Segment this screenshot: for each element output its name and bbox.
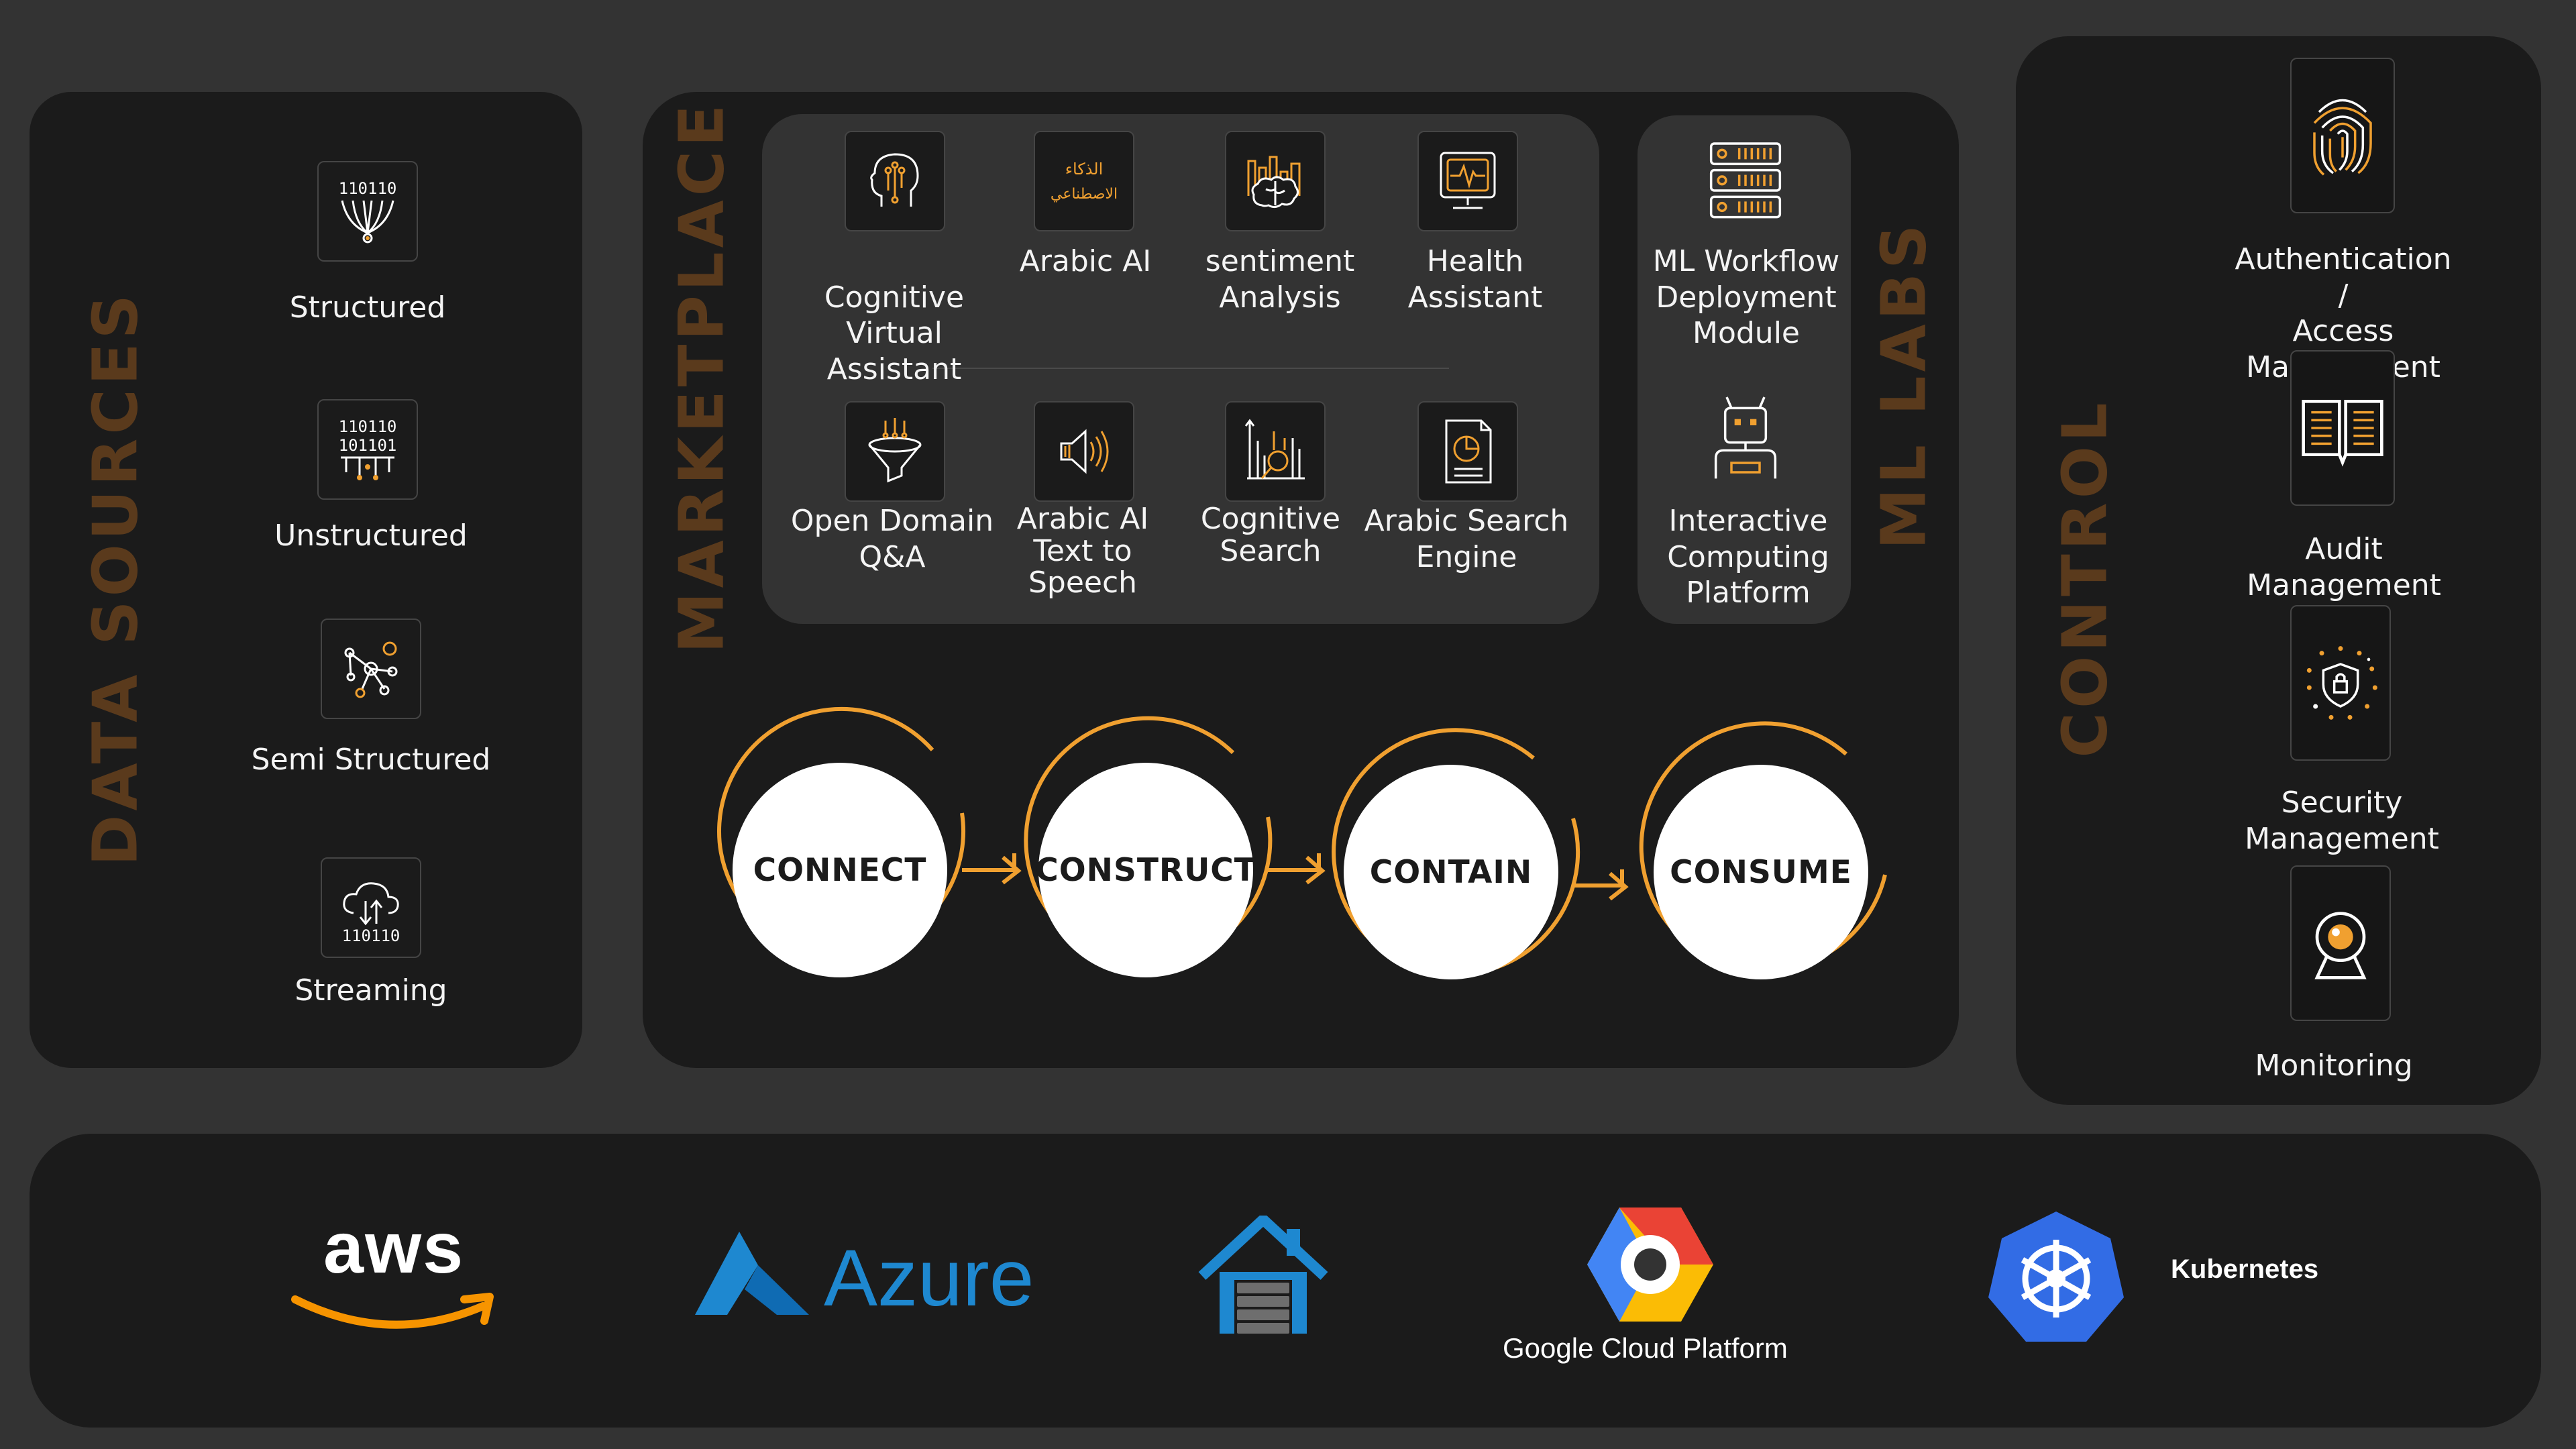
ml-labs-box — [1638, 115, 1851, 624]
head-circuit-icon — [870, 153, 919, 207]
structured-label: Structured — [289, 290, 446, 325]
consume-label: CONSUME — [1670, 853, 1852, 891]
webcam-icon — [2314, 912, 2367, 979]
semi-structured-tile[interactable] — [321, 619, 421, 719]
audit-label: Audit Management — [2247, 532, 2441, 602]
connect-label: CONNECT — [753, 851, 927, 889]
gcp-hexagon-icon — [1587, 1208, 1713, 1322]
ml-workflow-label: ML Workflow Deployment Module — [1652, 244, 1840, 351]
health-monitor-icon — [1440, 152, 1496, 209]
unstructured-tile[interactable]: 110110 101101 — [317, 399, 418, 500]
marketplace-divider — [932, 368, 1449, 369]
cva-line: Cognitive Virtual Assistant — [824, 280, 965, 387]
monitoring-label: Monitoring — [2255, 1049, 2413, 1083]
funnel-icon — [868, 418, 922, 483]
cognitive-virtual-assistant-label: Cognitive Virtual Assistant — [824, 244, 964, 423]
audit-tile[interactable] — [2290, 350, 2395, 506]
construct-label: CONSTRUCT — [1035, 851, 1256, 889]
aws-logo[interactable]: aws — [288, 1207, 503, 1345]
unstructured-label: Unstructured — [274, 519, 468, 553]
ml-workflow-tile[interactable] — [1695, 131, 1796, 231]
aws-text: aws — [323, 1207, 465, 1288]
open-domain-qa-label: Open Domain Q&A — [790, 504, 994, 574]
arabic-ai-tile[interactable]: الذكاء الاصطناعي — [1034, 131, 1134, 231]
robot-icon — [1714, 396, 1777, 479]
speaker-icon — [1060, 429, 1109, 474]
data-sources-panel — [30, 92, 582, 1068]
kubernetes-logo[interactable]: Kubernetes — [1986, 1209, 2334, 1343]
construct-step[interactable]: CONSTRUCT — [1035, 763, 1256, 977]
binary-circuit-icon: 110110 101101 — [339, 417, 397, 480]
gcp-logo[interactable]: Google Cloud Platform — [1500, 1201, 1849, 1375]
arabic-text-icon: الذكاء الاصطناعي — [1051, 160, 1118, 203]
on-prem-logo[interactable] — [1193, 1212, 1334, 1336]
unstructured-glyph-1: 110110 — [339, 417, 397, 436]
interactive-computing-tile[interactable] — [1695, 389, 1796, 490]
server-stack-icon — [1709, 142, 1782, 219]
arrow-1 — [962, 853, 1022, 885]
network-nodes-icon — [344, 641, 398, 698]
authentication-tile[interactable] — [2290, 58, 2395, 213]
fingerprint-icon — [2313, 99, 2372, 176]
kubernetes-helm-icon — [1988, 1212, 2124, 1342]
arabic-tts-label: Arabic AI Text to Speech — [1016, 502, 1149, 600]
azure-logo[interactable]: Azure — [691, 1228, 1040, 1323]
sentiment-analysis-label: sentiment Analysis — [1205, 244, 1355, 315]
consume-step[interactable]: CONSUME — [1654, 765, 1868, 979]
open-domain-qa-tile[interactable] — [845, 401, 945, 502]
contain-step[interactable]: CONTAIN — [1344, 765, 1558, 979]
shield-lock-icon — [2306, 646, 2377, 720]
arabic-search-engine-label: Arabic Search Engine — [1364, 504, 1569, 574]
monitoring-tile[interactable] — [2290, 865, 2391, 1021]
streaming-tile[interactable]: 110110 — [321, 857, 421, 958]
aws-smile-icon — [291, 1293, 494, 1329]
arabic-glyph-1: الذكاء — [1065, 160, 1104, 178]
structured-tile[interactable]: 110110 — [317, 161, 418, 262]
interactive-computing-label: Interactive Computing Platform — [1667, 504, 1829, 610]
kubernetes-text: Kubernetes — [2171, 1254, 2319, 1284]
cognitive-search-label: Cognitive Search — [1200, 502, 1341, 568]
control-panel — [2016, 36, 2541, 1105]
arrow-3 — [1573, 869, 1629, 901]
connect-step[interactable]: CONNECT — [733, 763, 947, 977]
health-assistant-label: Health Assistant — [1407, 244, 1543, 315]
cognitive-virtual-assistant-tile[interactable] — [845, 131, 945, 231]
structured-glyph: 110110 — [339, 179, 397, 198]
chart-search-icon — [1244, 419, 1305, 480]
open-book-icon — [2302, 400, 2383, 467]
streaming-label: Streaming — [294, 973, 447, 1008]
arabic-ai-label: Arabic AI — [1019, 244, 1152, 278]
azure-text: Azure — [824, 1233, 1034, 1323]
brain-chart-icon — [1247, 156, 1301, 209]
gcp-text: Google Cloud Platform — [1503, 1332, 1788, 1364]
arabic-glyph-2: الاصطناعي — [1051, 186, 1118, 203]
report-icon — [1445, 419, 1492, 484]
control-title: CONTROL — [2049, 398, 2121, 758]
sentiment-analysis-tile[interactable] — [1225, 131, 1326, 231]
health-assistant-tile[interactable] — [1417, 131, 1518, 231]
azure-icon — [695, 1232, 809, 1315]
house-server-icon — [1198, 1212, 1328, 1334]
contain-label: CONTAIN — [1369, 853, 1533, 891]
streaming-glyph: 110110 — [342, 926, 400, 945]
security-tile[interactable] — [2290, 605, 2391, 761]
contain-orbit — [1332, 728, 1580, 977]
cognitive-search-tile[interactable] — [1225, 401, 1326, 502]
security-label: Security Management — [2245, 786, 2439, 856]
cloud-stream-icon: 110110 — [342, 882, 400, 945]
binary-tree-icon: 110110 — [339, 179, 397, 244]
platforms-panel — [30, 1134, 2541, 1428]
arrow-2 — [1268, 853, 1326, 885]
arabic-tts-tile[interactable] — [1034, 401, 1134, 502]
semi-structured-label: Semi Structured — [251, 743, 491, 777]
unstructured-glyph-2: 101101 — [339, 436, 397, 455]
arabic-search-engine-tile[interactable] — [1417, 401, 1518, 502]
